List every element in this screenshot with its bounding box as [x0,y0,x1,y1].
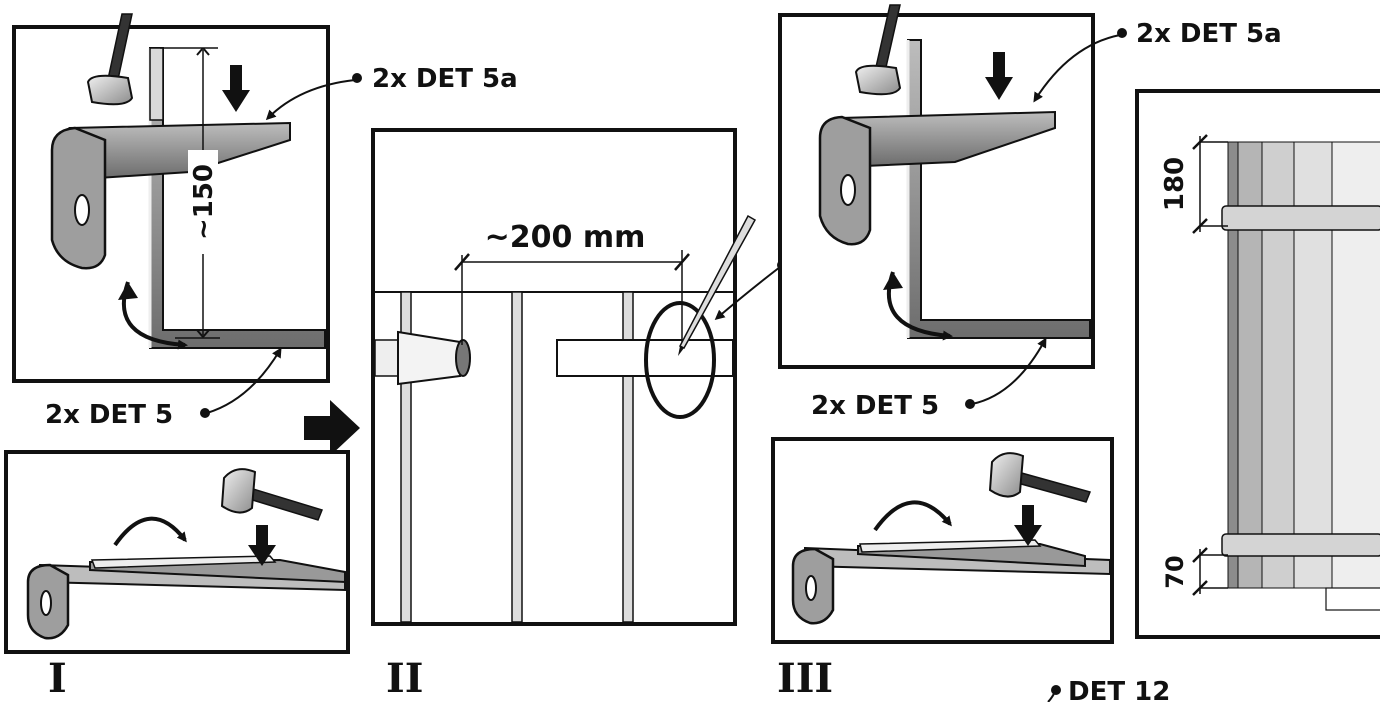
hammer-icon [86,13,134,106]
dimension-180-label: 180 [1160,157,1190,211]
panel-step-3 [771,437,1114,644]
flip-arrow-icon [113,516,187,547]
panel-bracket-left: ~150 [12,13,330,383]
step-3-numeral: III [777,655,833,702]
hammer-icon [220,468,323,521]
dimension-150-label: ~150 [189,164,219,240]
det5-label-left: 2x DET 5 [45,400,173,430]
panel-bundle: 180 70 [1135,89,1380,639]
down-arrow-icon [985,52,1013,100]
panel-step-1 [4,450,350,654]
dimension-200-label: ~200 mm [485,220,646,255]
det5a-label-left: 2x DET 5a [372,64,518,94]
strap-bottom [1221,533,1380,557]
hammer-icon [988,452,1092,503]
arrow-icon [304,400,360,456]
step-1-numeral: I [48,655,67,702]
dimension-70-label: 70 [1161,555,1189,588]
flip-arrow-icon [873,500,952,532]
marking-circle [644,301,716,419]
pencil-icon [678,214,757,356]
panel-step-2: ~200 mm [371,128,757,626]
panel-bracket-right [778,4,1095,369]
hammer-icon [854,4,902,96]
down-arrow-icon [1014,505,1042,546]
down-arrow-icon [248,525,276,566]
down-arrow-icon [222,65,250,112]
strap-top [1221,205,1380,231]
det12-label: DET 12 [1068,677,1170,702]
step-2-numeral: II [386,655,423,702]
det5-label-right: 2x DET 5 [811,391,939,421]
det5a-label-right: 2x DET 5a [1136,19,1282,49]
